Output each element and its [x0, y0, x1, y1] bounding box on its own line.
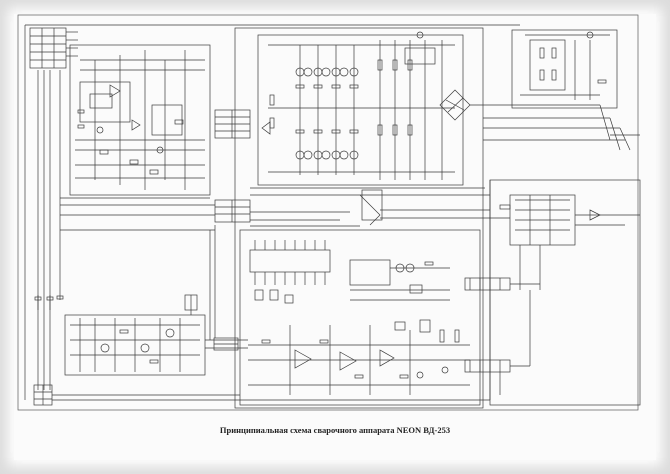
- drawing-frame: [17, 14, 639, 411]
- control-board: [69, 44, 211, 196]
- connector-block-bottom-left: [33, 230, 64, 406]
- connector-strip-bottom: [213, 337, 239, 351]
- driver-block: [257, 31, 464, 186]
- connector-strip-upper: [214, 109, 251, 139]
- bridge-rectifier: [439, 89, 625, 141]
- pwm-controller: [239, 229, 481, 406]
- left-bus-lines: [24, 24, 520, 400]
- diagram-caption: Принципиальная схема сварочного аппарата…: [219, 425, 451, 435]
- paper-inner: [14, 14, 656, 460]
- auxiliary-board: [64, 294, 206, 376]
- inverter-block: [511, 29, 640, 151]
- lower-bus-lines: [52, 180, 501, 401]
- interconnect-lines: [250, 187, 510, 227]
- connector-strip-lower: [214, 199, 251, 223]
- connector-block-top-left: [29, 27, 78, 69]
- feedback-section: [248, 319, 470, 395]
